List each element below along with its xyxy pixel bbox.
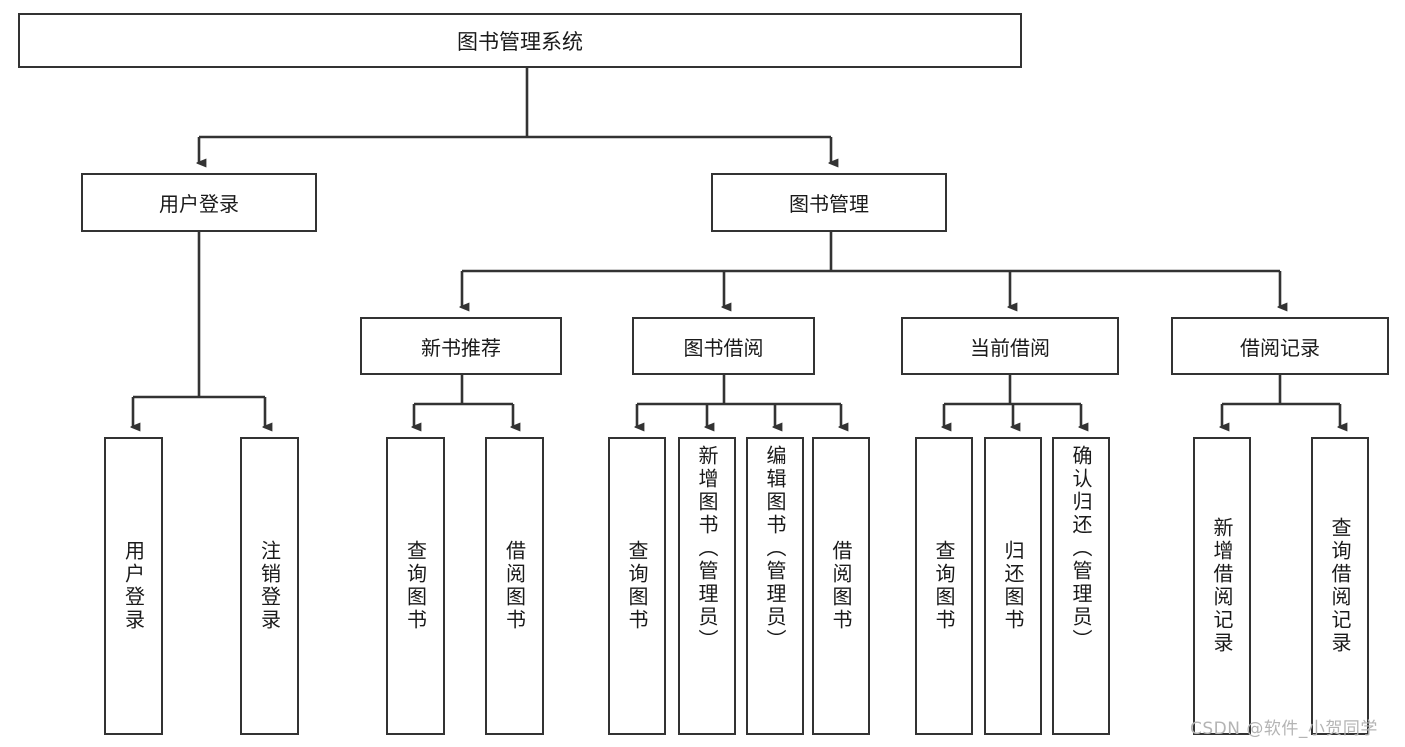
node-label: 查询图书 xyxy=(403,540,428,632)
node-label: 用户登录 xyxy=(159,192,239,216)
node-label: 借阅图书 xyxy=(502,540,527,632)
node-label: 归还图书 xyxy=(1001,540,1025,632)
node-label: 新增图书（管理员） xyxy=(695,445,719,652)
leaf-borrow-book-borrow[interactable]: 借阅图书 xyxy=(812,437,870,735)
leaf-return-book[interactable]: 归还图书 xyxy=(984,437,1042,735)
leaf-borrow-book-recommend[interactable]: 借阅图书 xyxy=(485,437,544,735)
leaf-logout[interactable]: 注销登录 xyxy=(240,437,299,735)
node-borrow-record[interactable]: 借阅记录 xyxy=(1171,317,1389,375)
node-label: 借阅图书 xyxy=(829,540,853,632)
leaf-query-book-borrow[interactable]: 查询图书 xyxy=(608,437,666,735)
node-label: 确认归还（管理员） xyxy=(1069,445,1093,652)
node-label: 查询图书 xyxy=(625,540,649,632)
node-label: 查询借阅记录 xyxy=(1328,517,1352,655)
node-label: 编辑图书（管理员） xyxy=(763,445,787,652)
node-label: 查询图书 xyxy=(932,540,956,632)
leaf-confirm-return-admin[interactable]: 确认归还（管理员） xyxy=(1052,437,1110,735)
leaf-query-borrow-record[interactable]: 查询借阅记录 xyxy=(1311,437,1369,735)
node-book-borrow[interactable]: 图书借阅 xyxy=(632,317,815,375)
node-label: 图书管理系统 xyxy=(457,29,583,54)
node-new-book-recommend[interactable]: 新书推荐 xyxy=(360,317,562,375)
leaf-query-book-recommend[interactable]: 查询图书 xyxy=(386,437,445,735)
node-label: 图书管理 xyxy=(789,192,869,216)
node-user-login[interactable]: 用户登录 xyxy=(81,173,317,232)
node-label: 用户登录 xyxy=(121,540,146,632)
leaf-add-borrow-record[interactable]: 新增借阅记录 xyxy=(1193,437,1251,735)
node-label: 当前借阅 xyxy=(970,335,1050,360)
node-book-management[interactable]: 图书管理 xyxy=(711,173,947,232)
node-root-book-management-system[interactable]: 图书管理系统 xyxy=(18,13,1022,68)
node-label: 注销登录 xyxy=(257,540,282,632)
node-label: 新书推荐 xyxy=(421,335,501,360)
leaf-user-login[interactable]: 用户登录 xyxy=(104,437,163,735)
leaf-edit-book-admin[interactable]: 编辑图书（管理员） xyxy=(746,437,804,735)
node-label: 新增借阅记录 xyxy=(1210,517,1234,655)
node-current-borrow[interactable]: 当前借阅 xyxy=(901,317,1119,375)
node-label: 图书借阅 xyxy=(683,335,764,360)
leaf-add-book-admin[interactable]: 新增图书（管理员） xyxy=(678,437,736,735)
node-label: 借阅记录 xyxy=(1240,335,1320,360)
leaf-query-book-current[interactable]: 查询图书 xyxy=(915,437,973,735)
csdn-watermark: CSDN @软件_小贺同学 xyxy=(1190,719,1378,739)
